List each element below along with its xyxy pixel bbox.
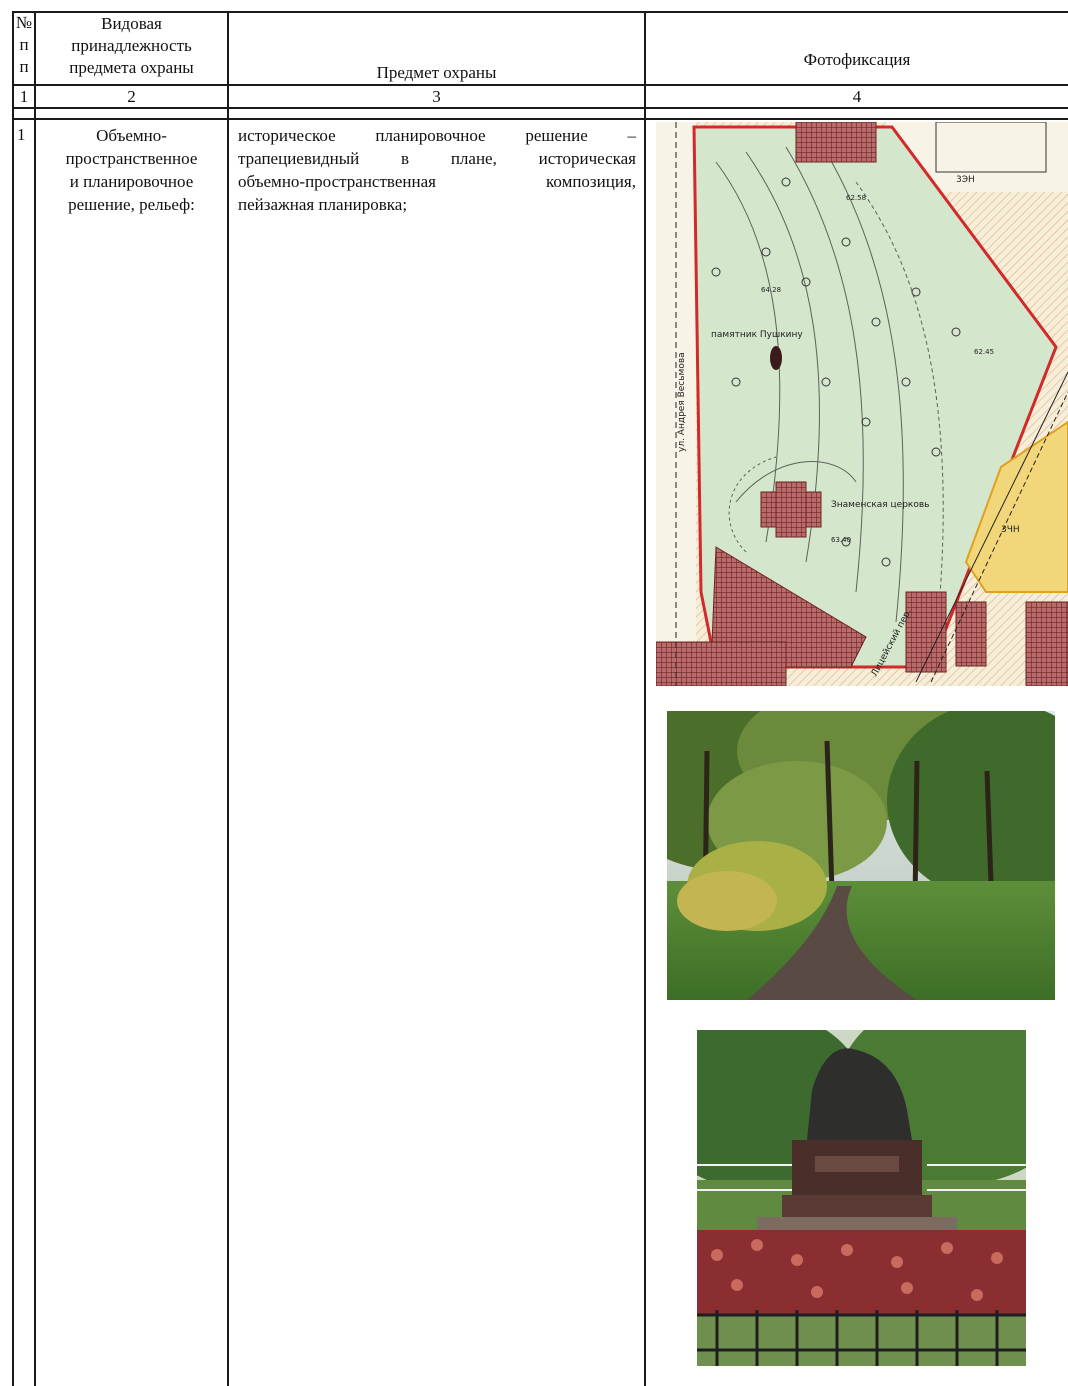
col1-left-border xyxy=(12,11,14,1386)
numbers-bottom-border xyxy=(12,107,1068,109)
row-subject: историческое планировочное решение – тра… xyxy=(238,126,636,214)
map-elev-4: 63.40 xyxy=(831,536,851,544)
map-church-label: Знаменская церковь xyxy=(831,500,929,510)
row-top-border xyxy=(12,118,1068,120)
site-plan-map: ул. Андрея Весьмова Лицейский пер. Знаме… xyxy=(656,122,1068,686)
map-code-1: 3ЭН xyxy=(956,175,975,185)
row-kind: Объемно- пространственное и планировочно… xyxy=(65,126,198,214)
monument-photo xyxy=(697,1030,1026,1366)
header-bottom-border xyxy=(12,84,1068,86)
number-c1: 1 xyxy=(19,87,29,106)
map-code-2: 3ЧН xyxy=(1001,525,1020,535)
number-c2: 2 xyxy=(127,87,136,106)
col1-right-border xyxy=(34,11,36,1386)
col2-right-border xyxy=(227,11,229,1386)
number-c3: 3 xyxy=(432,87,441,106)
header-col2: Видовая принадлежность предмета охраны xyxy=(69,14,194,77)
row-number: 1 xyxy=(17,125,26,144)
map-street-left: ул. Андрея Весьмова xyxy=(677,352,687,452)
header-col3: Предмет охраны xyxy=(376,63,497,82)
map-elev-2: 62.45 xyxy=(974,348,994,356)
table-top-border xyxy=(12,11,1068,13)
map-elev-3: 64.28 xyxy=(761,286,781,294)
map-monument-label: памятник Пушкину xyxy=(711,330,803,340)
header-col1: № п п xyxy=(15,13,33,76)
header-col4: Фотофиксация xyxy=(803,50,911,69)
park-path-photo xyxy=(667,711,1055,1000)
map-elev-1: 62.58 xyxy=(846,194,866,202)
number-c4: 4 xyxy=(852,87,862,106)
col3-right-border xyxy=(644,11,646,1386)
